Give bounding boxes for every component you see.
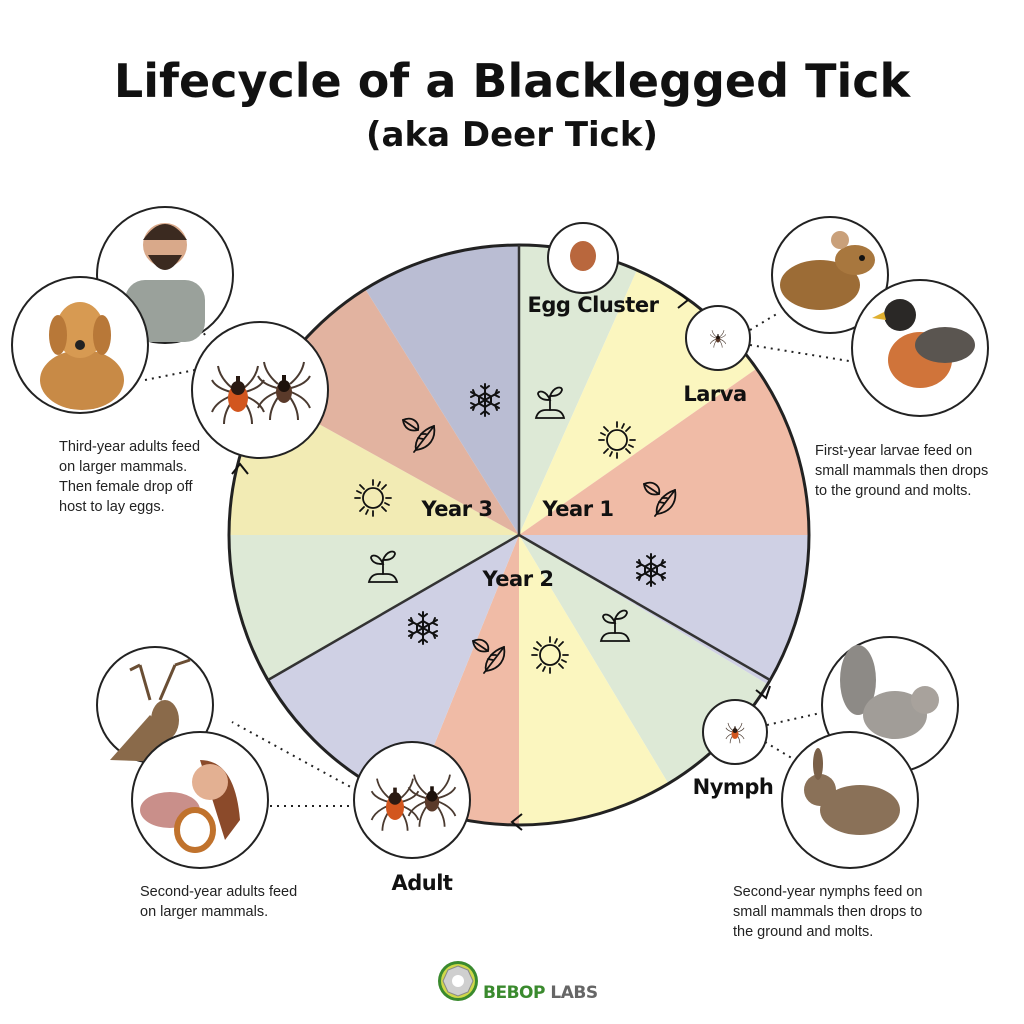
photo-robin	[851, 279, 989, 417]
arrow-icon	[677, 291, 690, 309]
sector-winter	[519, 535, 809, 685]
arrow-icon	[755, 685, 771, 700]
nymph-description: Second-year nymphs feed on small mammals…	[733, 882, 922, 942]
stage-nymph-label: Nymph	[693, 775, 774, 799]
description-line: Second-year adults feed	[140, 884, 298, 900]
adult-year3-description: Third-year adults feed on larger mammals…	[59, 437, 200, 517]
year-dividers	[267, 245, 771, 682]
description-line: Third-year adults feed	[59, 439, 201, 455]
description-line: host to lay eggs.	[59, 499, 165, 515]
photo-egg-cluster	[547, 222, 619, 294]
bebop-labs-logo	[438, 961, 478, 1001]
description-line: First-year larvae feed on	[815, 443, 973, 459]
description-line: small mammals then drops to	[733, 904, 923, 920]
description-line: on larger mammals.	[59, 459, 188, 475]
description-line: on larger mammals.	[140, 904, 269, 920]
photo-dog	[11, 276, 149, 414]
description-line: the ground and molts.	[733, 924, 874, 940]
sector-fall	[519, 368, 809, 535]
description-line: Second-year nymphs feed on	[733, 884, 923, 900]
description-line: small mammals then drops	[815, 463, 989, 479]
logo-text: BEBOP LABS	[483, 983, 598, 1003]
year-divider	[518, 533, 771, 682]
larva-description: First-year larvae feed on small mammals …	[815, 441, 988, 501]
photo-larva	[685, 305, 751, 371]
stage-adult-label: Adult	[392, 871, 453, 895]
year-divider	[267, 533, 520, 682]
sector-spring	[229, 535, 519, 680]
description-line: to the ground and molts.	[815, 483, 972, 499]
sector-fall	[265, 289, 519, 535]
sector-spring	[519, 245, 637, 535]
photo-nymph	[702, 699, 768, 765]
arrow-icon	[231, 462, 249, 475]
stage-larva-label: Larva	[683, 382, 746, 406]
adult-year2-description: Second-year adults feed on larger mammal…	[140, 882, 297, 922]
photo-adult-ticks-year3	[191, 321, 329, 459]
photo-mouse	[771, 216, 889, 334]
logo-word-labs: LABS	[544, 983, 598, 1003]
photo-rabbit	[781, 731, 919, 869]
page-title: Lifecycle of a Blacklegged Tick	[114, 54, 912, 108]
cycle-arrows	[231, 291, 771, 831]
year-1-label: Year 1	[542, 497, 614, 521]
year-3-label: Year 3	[421, 497, 493, 521]
stage-egg-label: Egg Cluster	[528, 293, 660, 317]
description-line: Then female drop off	[59, 479, 193, 495]
year-2-label: Year 2	[482, 567, 554, 591]
sector-summer	[519, 535, 669, 825]
photo-adult-ticks-year2	[353, 741, 471, 859]
sector-winter	[365, 245, 519, 535]
logo-word-bebop: BEBOP	[483, 983, 545, 1003]
arrow-icon	[510, 813, 523, 831]
photo-woman-with-beagle	[131, 731, 269, 869]
sector-winter	[267, 535, 519, 804]
page-subtitle: (aka Deer Tick)	[366, 115, 658, 155]
connectors	[144, 311, 856, 807]
